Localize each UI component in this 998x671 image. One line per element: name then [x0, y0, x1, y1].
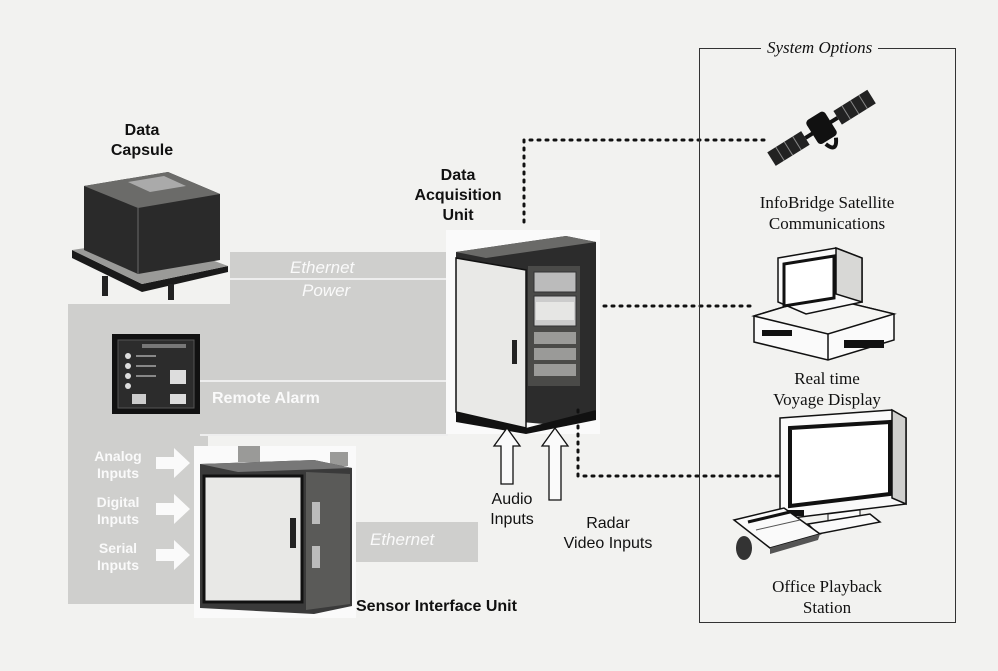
right-arrow-icon: [156, 448, 190, 478]
remote-alarm-label: Remote Alarm: [212, 390, 320, 407]
data-capsule-label: Data Capsule: [110, 122, 174, 159]
sensor-interface-unit-illustration: [194, 446, 356, 618]
digital-inputs-label: Digital Inputs: [96, 494, 140, 527]
data-acquisition-unit-label: Data Acquisition Unit: [414, 167, 502, 224]
data-acquisition-unit-illustration: [446, 230, 600, 434]
satellite-label: InfoBridge Satellite Communications: [759, 193, 895, 233]
ethernet-top-label: Ethernet: [290, 258, 355, 277]
band-divider: [200, 434, 448, 436]
data-capsule-illustration: [72, 172, 228, 300]
sensor-interface-unit-label: Sensor Interface Unit: [356, 598, 517, 615]
monitor-keyboard-icon: [732, 408, 907, 560]
ethernet-bottom-label: Ethernet: [370, 530, 435, 549]
system-options-title: System Options: [761, 38, 879, 58]
ethernet-bottom-band: [350, 522, 478, 562]
desktop-computer-icon: [751, 246, 897, 361]
realtime-display-label: Real time Voyage Display: [773, 369, 881, 409]
office-playback-label: Office Playback Station: [772, 577, 882, 617]
serial-inputs-label: Serial Inputs: [97, 540, 139, 573]
band-divider: [230, 278, 448, 280]
satellite-icon: [767, 89, 876, 166]
right-arrow-icon: [156, 540, 190, 570]
radar-video-inputs-label: Radar Video Inputs: [563, 515, 653, 552]
band-divider: [200, 380, 448, 382]
power-label: Power: [302, 281, 351, 300]
remote-alarm-panel: [112, 334, 200, 414]
radar-inputs-arrow-icon: [540, 426, 570, 501]
audio-inputs-label: Audio Inputs: [490, 491, 534, 528]
audio-inputs-arrow-icon: [492, 426, 522, 485]
right-arrow-icon: [156, 494, 190, 524]
analog-inputs-label: Analog Inputs: [94, 448, 142, 481]
